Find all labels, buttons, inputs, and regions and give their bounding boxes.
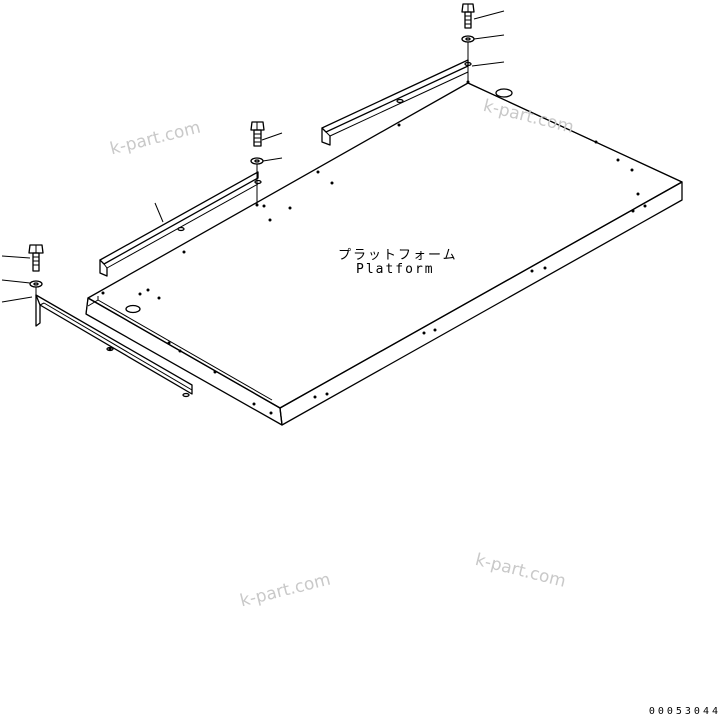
drawing-code: 00053044 <box>648 706 721 717</box>
bracket-right <box>321 59 472 146</box>
platform-label-japanese: プラットフォーム <box>338 248 458 263</box>
washer-right <box>461 35 475 84</box>
bolt-left <box>28 244 44 272</box>
plate-edge-rail <box>87 296 273 401</box>
platform-holes <box>101 88 647 415</box>
bracket-left <box>35 294 193 398</box>
bracket-middle <box>99 171 262 277</box>
leader-lines <box>1 10 505 303</box>
platform-label-english: Platform <box>356 262 435 277</box>
washer-left <box>29 280 43 300</box>
bolt-right <box>461 3 475 29</box>
bolt-middle <box>250 121 265 147</box>
